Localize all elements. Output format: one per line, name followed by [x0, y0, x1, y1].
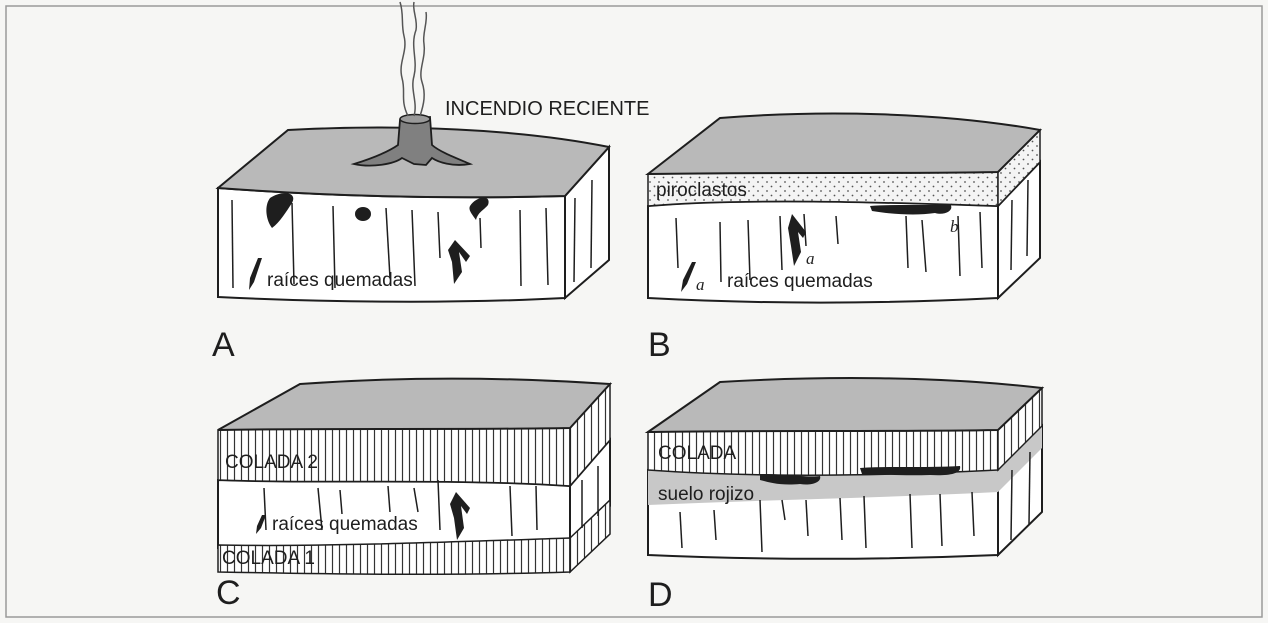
panel-c-burned-roots — [256, 492, 470, 540]
panel-c-letter: C — [216, 574, 241, 612]
panel-b-roots-label: raíces quemadas — [727, 271, 873, 292]
panel-d-top-surface — [644, 377, 1045, 434]
panel-b-letter: B — [648, 326, 671, 364]
panel-a-roots-label: raíces quemadas — [267, 270, 413, 291]
panel-d-red-soil-side — [998, 426, 1042, 492]
panel-d-strata-lines — [679, 451, 1031, 553]
panel-c-roots-label: raíces quemadas — [272, 514, 418, 535]
panel-d-flow-label: COLADA — [658, 443, 736, 464]
fire-title: INCENDIO RECIENTE — [445, 98, 649, 120]
panel-a-burned-stump — [350, 1, 474, 167]
panel-c: COLADA 2 raíces quemadas COLADA 1 C — [216, 377, 613, 612]
panel-b-burned-roots — [681, 214, 806, 292]
panel-a-letter: A — [212, 326, 235, 364]
panel-b-mark-a2: a — [806, 249, 815, 268]
panel-b-strata-lines — [675, 179, 1029, 283]
panel-d-red-soil — [648, 470, 998, 505]
panel-d-soil-label: suelo rojizo — [658, 484, 754, 505]
panel-d: COLADA suelo rojizo D — [644, 377, 1045, 614]
panel-c-flow1-label: COLADA 1 — [222, 548, 315, 569]
panel-b-pyroclast-label: piroclastos — [656, 180, 747, 201]
panel-b-mark-a1: a — [696, 275, 705, 294]
panel-a: INCENDIO RECIENTE raíces quemadas A — [212, 1, 649, 364]
panel-d-letter: D — [648, 576, 673, 614]
panel-a-strata-lines — [231, 179, 593, 289]
figure-frame — [5, 5, 1263, 618]
panel-b-burned-soil-b — [870, 204, 952, 215]
panel-b-mark-b: b — [950, 217, 959, 236]
panel-a-burned-roots — [249, 193, 489, 290]
panel-c-strata-lines — [263, 466, 599, 537]
panel-b: piroclastos raíces quemadas a a b B — [645, 112, 1043, 364]
panel-d-burned-soil — [760, 466, 961, 485]
panel-c-flow1-side — [569, 498, 611, 574]
panel-b-top-surface — [645, 112, 1043, 176]
panel-c-flow2-label: COLADA 2 — [225, 452, 318, 473]
panel-c-top-surface — [217, 377, 613, 431]
